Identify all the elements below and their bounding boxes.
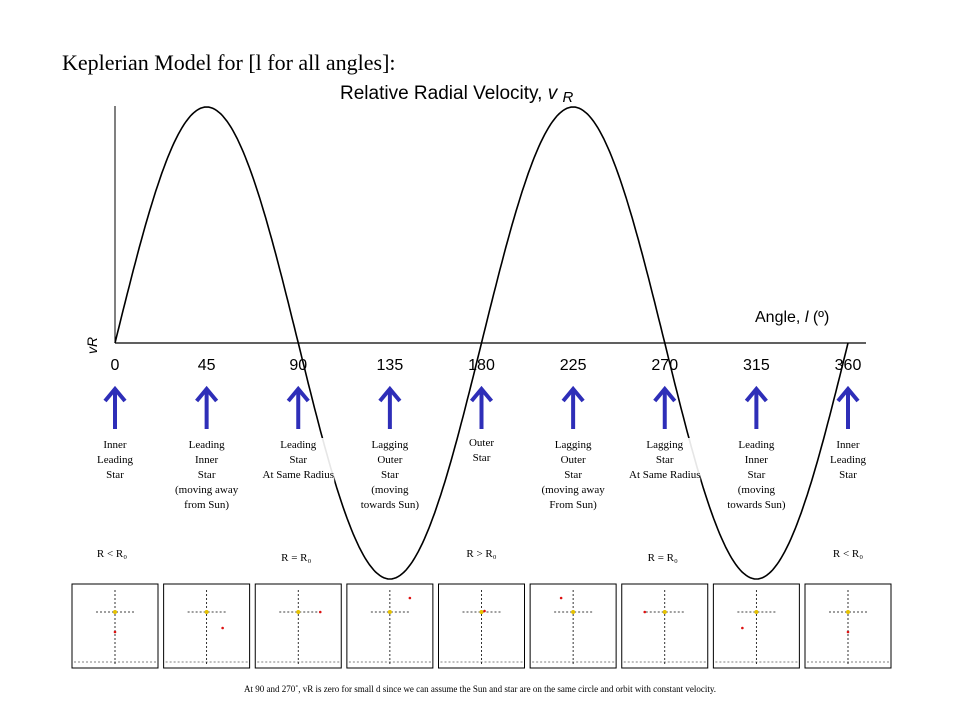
sun-icon (754, 610, 759, 614)
x-tick-label: 180 (468, 357, 495, 374)
arrow-head (836, 385, 860, 403)
position-label: Inner Leading Star (829, 438, 867, 483)
position-label: Inner Leading Star (96, 438, 134, 483)
arrow-head (469, 385, 494, 403)
x-axis-title-symbol: l (804, 309, 809, 326)
star-icon (221, 626, 224, 630)
x-tick-label: 360 (834, 357, 862, 374)
star-icon (741, 626, 744, 630)
radius-relation: R = R₀ (281, 552, 312, 564)
footnote: At 90 and 270˚, vR is zero for small d s… (243, 684, 717, 694)
radius-relation: R > R₀ (466, 548, 497, 560)
position-label: Outer Star (468, 436, 495, 466)
sun-icon (479, 610, 484, 614)
arrow-head (744, 385, 768, 403)
sun-icon (571, 610, 576, 614)
orbit-panel (163, 583, 251, 669)
x-axis-title-suffix: (º) (808, 309, 830, 326)
arrow-head (103, 385, 127, 403)
x-tick-label: 270 (651, 357, 679, 374)
x-tick-label: 225 (559, 357, 587, 374)
up-arrow-icon (286, 385, 310, 429)
position-label: Leading Inner Star (moving away from Sun… (175, 438, 239, 513)
position-label: Lagging Outer Star (moving away From Sun… (541, 438, 605, 513)
sun-icon (387, 610, 392, 614)
star-icon (318, 610, 322, 614)
sun-icon (204, 610, 209, 614)
orbit-panel (621, 583, 709, 669)
sun-icon (113, 610, 117, 614)
position-label: Lagging Outer Star (moving towards Sun) (360, 438, 420, 513)
sun-icon (296, 610, 301, 614)
x-axis-title-prefix: Angle, (755, 309, 805, 326)
up-arrow-icon (103, 385, 127, 429)
star-icon (846, 630, 850, 634)
orbit-panel (712, 583, 800, 669)
arrow-head (195, 385, 219, 403)
up-arrow-icon (195, 385, 219, 429)
series-curve (114, 106, 849, 580)
orbit-panel (346, 583, 434, 669)
position-label: Leading Star At Same Radius (262, 438, 334, 483)
up-arrow-icon (653, 385, 677, 429)
position-label: Lagging Star At Same Radius (629, 438, 701, 483)
star-icon (643, 610, 647, 614)
up-arrow-icon (744, 385, 768, 429)
star-icon (483, 609, 486, 613)
radius-relation: R = R₀ (647, 552, 678, 564)
orbit-panel (529, 583, 617, 669)
chart-title-subscript: R (562, 89, 574, 106)
position-label: Leading Inner Star (moving towards Sun) (727, 438, 786, 513)
x-tick-label: 90 (289, 357, 308, 374)
arrow-head (378, 385, 402, 403)
radius-relation: R < R₀ (832, 548, 864, 560)
orbit-panel (438, 583, 525, 669)
sun-icon (846, 610, 850, 614)
orbit-panel (71, 583, 159, 669)
up-arrow-icon (469, 385, 494, 429)
orbit-panel (254, 583, 342, 669)
x-axis-title: Angle, l (º) (755, 309, 829, 327)
orbit-panel (804, 583, 892, 669)
up-arrow-icon (836, 385, 860, 429)
chart-title-text: Relative Radial Velocity, (340, 83, 548, 104)
star-icon (408, 596, 412, 600)
x-tick-label: 315 (743, 357, 770, 374)
arrow-head (561, 385, 585, 403)
x-tick-label: 0 (110, 357, 120, 374)
star-icon (559, 596, 563, 600)
up-arrow-icon (561, 385, 585, 429)
arrow-head (286, 385, 310, 403)
up-arrow-icon (378, 385, 402, 429)
x-tick-label: 45 (197, 357, 216, 374)
star-icon (113, 630, 117, 634)
arrow-head (653, 385, 677, 403)
x-tick-label: 135 (376, 357, 404, 374)
radius-relation: R < R₀ (96, 548, 128, 560)
chart-title-symbol: v (547, 83, 558, 104)
slide-title: Keplerian Model for [l for all angles]: (62, 50, 396, 75)
chart-title: Relative Radial Velocity, v R (340, 83, 574, 106)
sun-icon (662, 610, 667, 614)
